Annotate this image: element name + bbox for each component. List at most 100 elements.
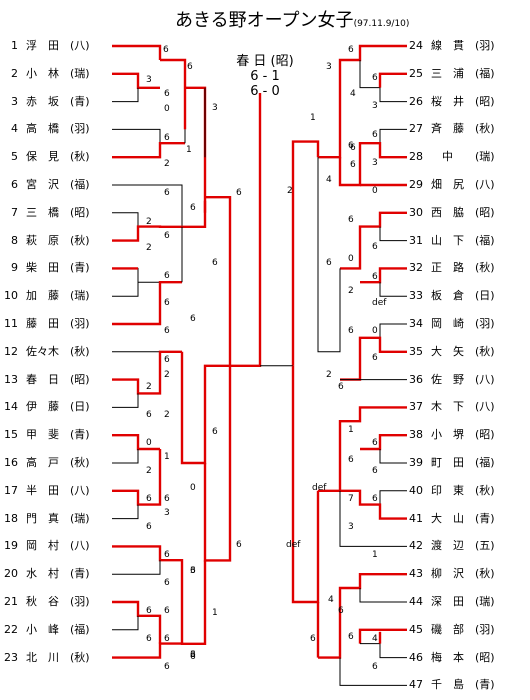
player-name: 甲 斐	[26, 428, 59, 442]
bracket-line	[112, 281, 182, 326]
player-name: 深 田	[431, 595, 464, 608]
bracket-line	[112, 545, 184, 644]
right-score: 3	[326, 62, 332, 72]
player-name: 三 橋	[26, 205, 59, 219]
left-score: 2	[146, 382, 152, 392]
player-club: (八)	[475, 178, 495, 191]
player-club: (羽)	[70, 317, 90, 330]
player-num: 35	[409, 344, 423, 358]
player-name: 西 脇	[431, 205, 464, 219]
player-club: (瑞)	[70, 511, 90, 525]
player-num: 20	[4, 567, 18, 581]
right-score: 6	[372, 662, 378, 672]
right-score: 6	[372, 438, 378, 448]
player-name: 伊 藤	[26, 400, 59, 414]
player-name: 高 戸	[26, 456, 59, 469]
left-score: 3	[190, 566, 196, 576]
player-club: (昭)	[475, 94, 495, 108]
left-score: 2	[146, 466, 152, 476]
player-name: 宮 沢	[26, 178, 59, 191]
player-club: (青)	[70, 567, 90, 581]
bracket-line	[182, 200, 207, 229]
left-score: 2	[164, 410, 170, 420]
player-club: (秋)	[70, 344, 90, 358]
right-score: 6	[372, 242, 378, 252]
right-score: 6	[348, 141, 354, 151]
player-name: 小 峰	[26, 622, 59, 636]
player-num: 10	[4, 289, 18, 303]
player-club: (昭)	[70, 205, 90, 219]
left-score: 6	[212, 258, 218, 268]
bracket-line	[160, 58, 187, 130]
player-num: 32	[409, 261, 423, 275]
player-name: 印 東	[431, 483, 464, 497]
player-num: 13	[4, 372, 18, 386]
player-club: (秋)	[475, 344, 495, 358]
left-score: 6	[164, 133, 170, 143]
left-score: 6	[190, 650, 196, 660]
left-score: 3	[164, 508, 170, 518]
bracket-line	[379, 449, 407, 464]
bracket-line	[318, 489, 407, 520]
player-club: (秋)	[70, 233, 90, 247]
left-score: 6	[164, 271, 170, 281]
player-num: 22	[4, 622, 18, 636]
right-score: 1	[372, 550, 378, 560]
player-club: (秋)	[70, 456, 90, 469]
player-num: 40	[409, 483, 423, 497]
player-name: 春 日	[26, 372, 59, 386]
player-name: 門 真	[26, 511, 59, 525]
player-name: 浮 田	[26, 39, 59, 52]
right-score: 3	[372, 101, 378, 111]
right-score: 2	[348, 286, 354, 296]
bracket-line	[112, 504, 139, 520]
player-club: (八)	[70, 39, 90, 52]
player-club: (瑞)	[70, 66, 90, 80]
player-num: 19	[4, 539, 18, 553]
player-name: 藤 田	[26, 317, 59, 330]
player-num: 18	[4, 511, 18, 525]
left-score: 6	[212, 427, 218, 437]
left-score: 6	[190, 314, 196, 324]
player-club: (秋)	[475, 483, 495, 497]
bracket-line	[112, 351, 161, 394]
player-name: 赤 坂	[26, 94, 59, 108]
player-num: 45	[409, 622, 423, 636]
player-num: 6	[11, 178, 18, 191]
bracket-line	[112, 350, 182, 395]
player-name: 斉 藤	[431, 122, 464, 136]
player-num: 2	[11, 66, 18, 80]
left-score: 6	[187, 62, 193, 72]
player-num: 29	[409, 178, 423, 191]
bracket-line	[230, 93, 262, 367]
left-score: 2	[146, 217, 152, 227]
player-num: 33	[409, 289, 423, 303]
player-club: (八)	[70, 539, 90, 553]
player-num: 7	[11, 205, 18, 219]
player-num: 11	[4, 317, 18, 330]
left-score: 2	[164, 370, 170, 380]
bracket-line	[112, 434, 160, 451]
left-score: 2	[164, 159, 170, 169]
player-num: 1	[11, 39, 18, 52]
player-num: 8	[11, 233, 18, 247]
right-score: 6	[372, 73, 378, 83]
bracket-line	[378, 72, 407, 88]
player-num: 21	[4, 595, 18, 608]
right-score: 6	[372, 466, 378, 476]
bracket-line	[317, 157, 341, 353]
player-num: 46	[409, 650, 423, 664]
player-num: 9	[11, 261, 18, 275]
left-score: 6	[163, 45, 169, 55]
left-score: 0	[164, 104, 170, 114]
player-num: 14	[4, 400, 18, 414]
bracket-line	[359, 588, 407, 603]
left-score: 6	[164, 326, 170, 336]
bracket-line	[180, 351, 230, 465]
left-score: 6	[190, 203, 196, 213]
player-name: 萩 原	[26, 233, 59, 247]
player-club: (福)	[475, 456, 495, 469]
bracket-line	[112, 281, 160, 297]
player-club: (日)	[475, 289, 495, 303]
player-club: (昭)	[475, 650, 495, 664]
